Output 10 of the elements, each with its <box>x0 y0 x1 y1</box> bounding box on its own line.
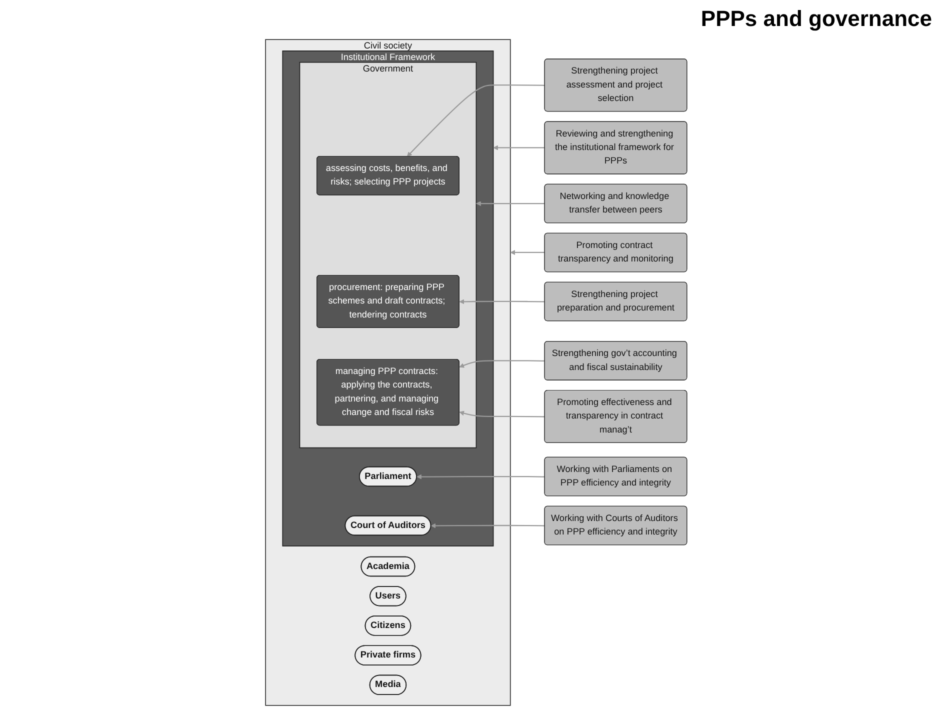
arrow <box>430 522 545 528</box>
arrow <box>492 144 544 150</box>
arrow <box>458 360 545 368</box>
arrow <box>416 474 545 479</box>
arrow <box>458 298 545 304</box>
arrow <box>458 410 545 417</box>
arrow <box>406 84 545 156</box>
arrow <box>510 250 544 255</box>
diagram-title: PPPs and governance <box>700 5 933 32</box>
arrow <box>476 200 544 206</box>
